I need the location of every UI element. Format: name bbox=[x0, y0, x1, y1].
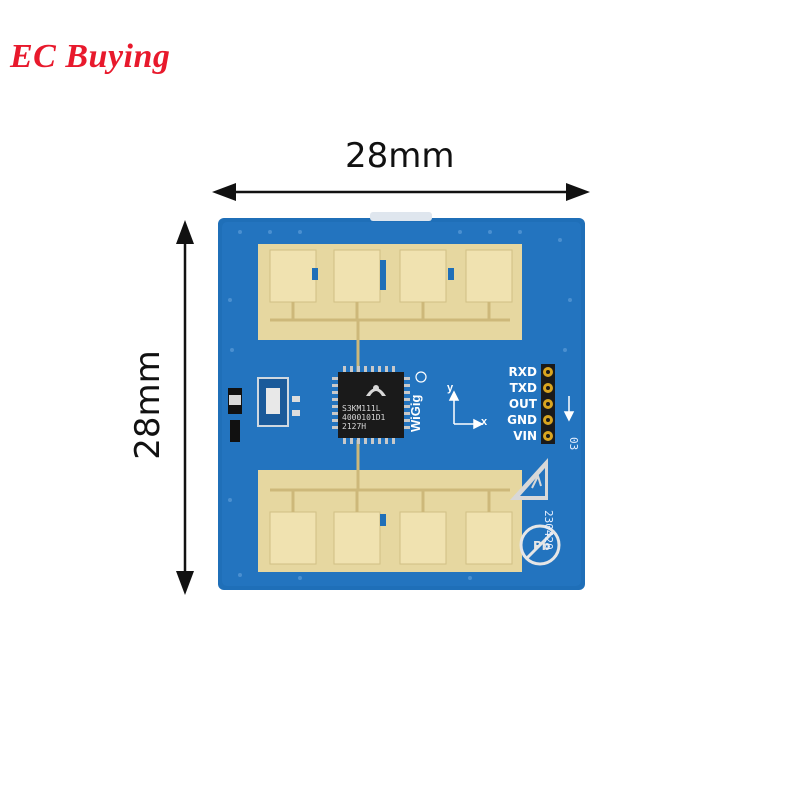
chip-marking-line-3: 2127H bbox=[342, 422, 367, 431]
chip-marking-line-2: 4000101D1 bbox=[342, 413, 386, 422]
pin-header bbox=[541, 364, 555, 444]
esd-warning-icon bbox=[510, 458, 548, 500]
pin-label-vin: VIN bbox=[513, 429, 537, 443]
serial-number: 230420 bbox=[542, 510, 555, 550]
revision-number: 03 bbox=[567, 437, 580, 451]
wigig-logo: WiGig bbox=[408, 394, 423, 432]
axis-x-label: x bbox=[481, 416, 488, 428]
radar-chip bbox=[332, 366, 410, 444]
pin-label-txd: TXD bbox=[509, 381, 537, 395]
width-dimension-label: 28mm bbox=[345, 136, 455, 176]
svg-text:Pb: Pb bbox=[533, 539, 551, 553]
pin-label-out: OUT bbox=[508, 397, 537, 411]
pin-label-gnd: GND bbox=[507, 413, 537, 427]
arrow-down-icon bbox=[563, 396, 575, 422]
axis-y-label: y bbox=[447, 382, 454, 394]
brand-logo: EC Buying bbox=[10, 38, 171, 75]
lead-free-icon: Pb bbox=[519, 524, 561, 566]
width-arrow bbox=[212, 183, 590, 201]
chip-marking-line-1: S3KM111L bbox=[342, 404, 381, 413]
chip-logo-icon bbox=[366, 385, 386, 396]
pcb-board: Pb bbox=[218, 212, 585, 590]
axis-indicator-icon bbox=[448, 390, 484, 430]
pin-label-rxd: RXD bbox=[508, 365, 537, 379]
height-arrow bbox=[176, 220, 194, 595]
